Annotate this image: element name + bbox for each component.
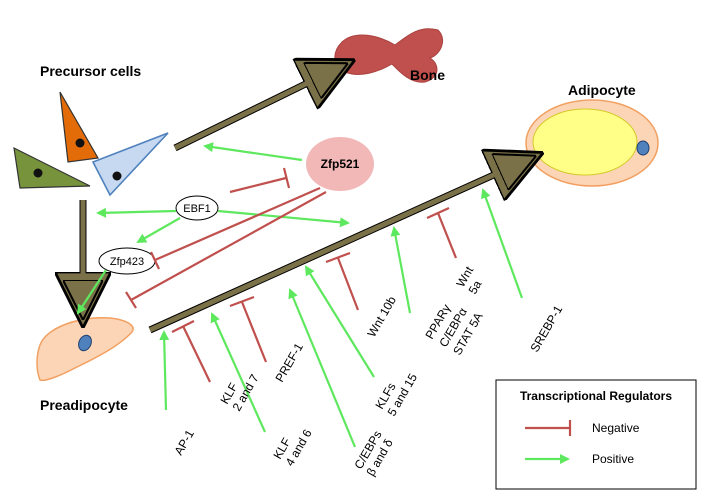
legend-positive-label: Positive <box>592 452 634 466</box>
negative-inhibitions <box>125 167 458 383</box>
legend-negative-label: Negative <box>592 421 640 435</box>
ebf1-label: EBF1 <box>183 203 211 215</box>
bone-label: Bone <box>410 67 445 83</box>
ap1-label: AP-1 <box>171 427 197 457</box>
legend: Transcriptional Regulators Negative Posi… <box>495 379 697 490</box>
cebp-beta-delta-label: C/EBPs β and δ <box>351 428 396 478</box>
precursor-cells-label: Precursor cells <box>40 63 141 79</box>
ebf1-node: EBF1 <box>175 195 219 221</box>
klf-4-6-label: KLF 4 and 6 <box>270 427 314 469</box>
srebp1-label: SREBP-1 <box>527 303 565 355</box>
legend-title: Transcriptional Regulators <box>520 389 672 403</box>
adipocyte-label: Adipocyte <box>568 82 636 98</box>
positive-arrows <box>76 142 524 448</box>
klfs-5-15-label: KLFs 5 and 15 <box>372 371 420 419</box>
zfp423-node: Zfp423 <box>98 247 156 275</box>
ppar-cebpa-stat5a-label: PPARγ C/EBPα STAT 5A <box>422 302 485 358</box>
klf-2-7-label: KLF 2 and 7 <box>217 372 261 414</box>
zfp423-label: Zfp423 <box>110 256 144 268</box>
wnt5a-label: Wnt 5a <box>453 263 485 297</box>
zfp521-label: Zfp521 <box>321 157 360 171</box>
wnt10b-label: Wnt 10b <box>364 294 399 340</box>
zfp521-node: Zfp521 <box>306 137 374 191</box>
adipocyte-cell <box>525 99 659 187</box>
wnt5a-line-2: 5a <box>466 278 485 297</box>
preadipocyte-label: Preadipocyte <box>40 397 128 413</box>
thick-arrows <box>83 72 518 334</box>
precursor-cells <box>13 91 169 197</box>
pref1-label: PREF-1 <box>272 340 306 384</box>
preadipocyte-cell <box>36 317 134 382</box>
